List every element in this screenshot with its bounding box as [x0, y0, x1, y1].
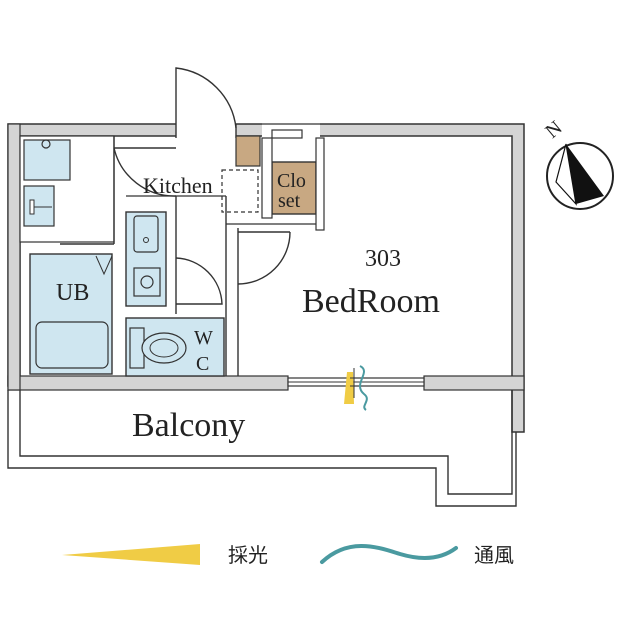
- bedroom-door: [237, 231, 291, 285]
- wc-door: [175, 257, 223, 305]
- lower-wall-right: [423, 375, 525, 391]
- north-label: N: [541, 117, 566, 143]
- washbasin: [23, 185, 55, 227]
- fridge-space: [221, 169, 259, 213]
- kitchen-label: Kitchen: [143, 173, 213, 198]
- balcony-label: Balcony: [132, 407, 245, 444]
- drain-icon: [41, 139, 51, 149]
- legend-ventilation-swatch: [320, 544, 458, 564]
- washroom-door: [113, 147, 177, 197]
- ventilation-marker: [359, 365, 368, 411]
- balcony-outline: [7, 390, 517, 507]
- bathtub: [35, 321, 109, 369]
- room-number: 303: [365, 246, 401, 272]
- bedroom-label: BedRoom: [302, 283, 440, 320]
- wc-label-line2: C: [196, 353, 209, 375]
- closet: [271, 161, 317, 215]
- closet-label-line2: set: [278, 190, 301, 212]
- daylight-marker: [344, 372, 354, 404]
- legend-daylight-label: 採光: [228, 543, 268, 567]
- north-arrow-icon: N: [541, 117, 614, 210]
- entrance-door: [175, 67, 237, 138]
- ub-label: UB: [56, 280, 89, 306]
- sink: [133, 215, 159, 253]
- shoe-closet: [235, 135, 261, 167]
- closet-top-vent: [271, 129, 303, 139]
- toilet-bowl: [141, 332, 187, 364]
- legend-ventilation-label: 通風: [474, 543, 514, 567]
- left-wall: [7, 123, 21, 391]
- legend-daylight-swatch: [62, 544, 200, 565]
- washing-machine: [23, 139, 71, 181]
- stove: [133, 267, 161, 297]
- lower-wall: [7, 375, 289, 391]
- wc-label-line1: W: [194, 327, 213, 349]
- closet-label-line1: Clo: [277, 170, 306, 192]
